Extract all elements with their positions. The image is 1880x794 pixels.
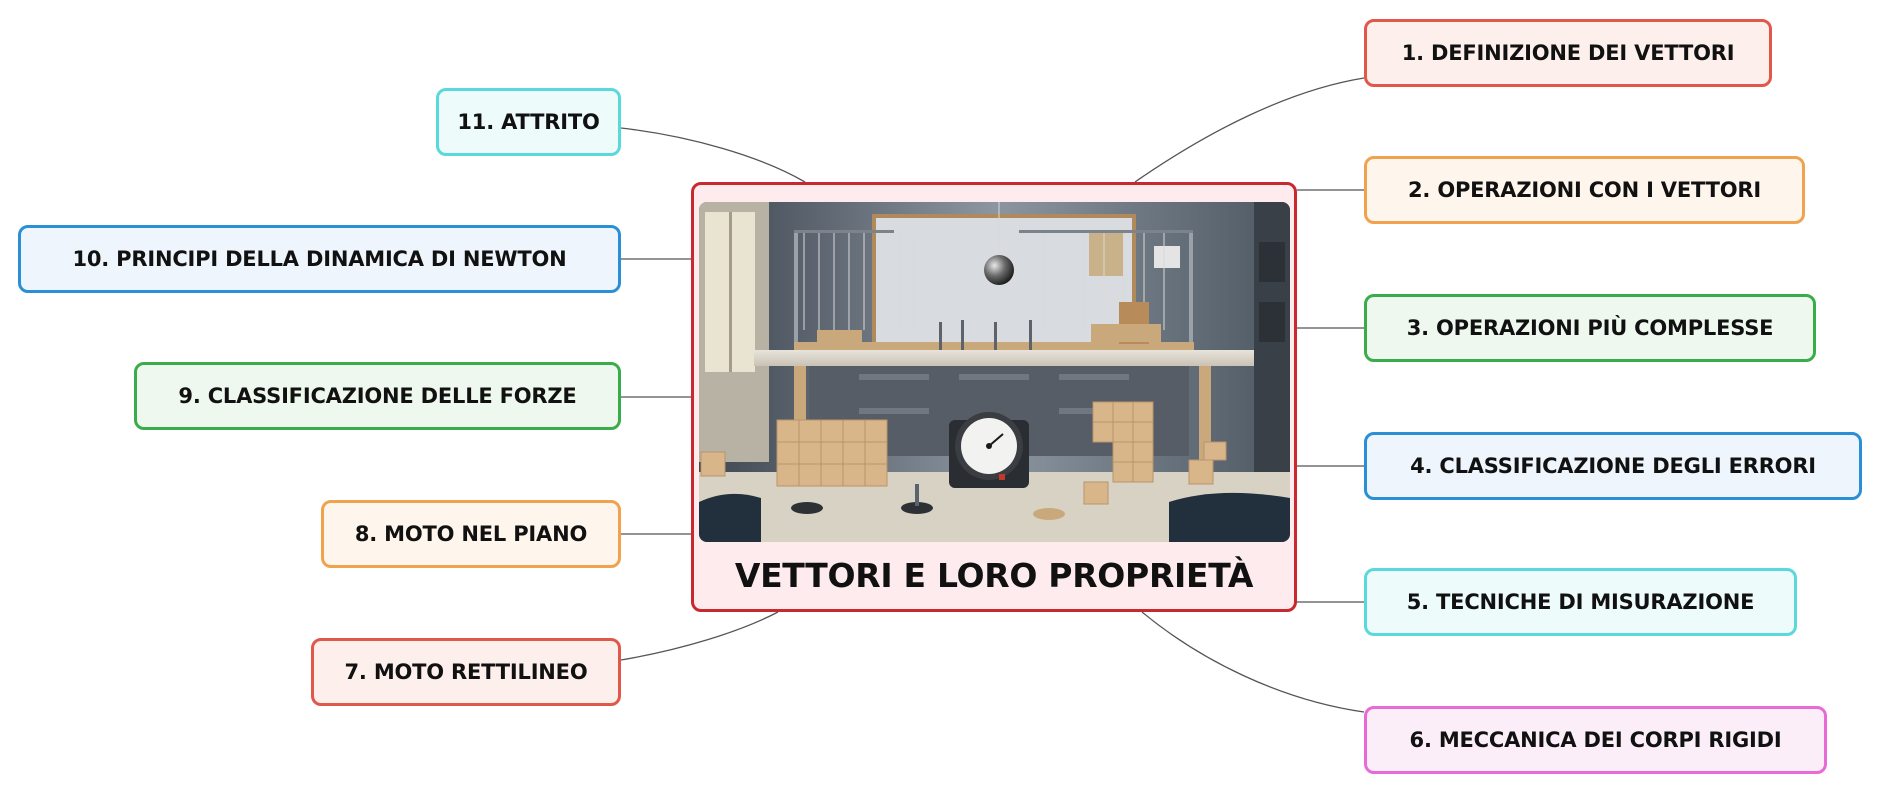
connector-1	[1134, 77, 1365, 183]
branch-label-5: 5. TECNICHE DI MISURAZIONE	[1406, 590, 1755, 614]
branch-label-11: 11. ATTRITO	[457, 110, 600, 134]
branch-label-7: 7. MOTO RETTILINEO	[344, 660, 588, 684]
branch-label-8: 8. MOTO NEL PIANO	[354, 522, 588, 546]
branch-node-5[interactable]: 5. TECNICHE DI MISURAZIONE	[1364, 568, 1797, 636]
connector-7	[620, 611, 779, 661]
branch-label-1: 1. DEFINIZIONE DEI VETTORI	[1401, 41, 1735, 65]
branch-label-2: 2. OPERAZIONI CON I VETTORI	[1408, 178, 1761, 202]
laboratory-illustration	[699, 202, 1290, 542]
branch-label-3: 3. OPERAZIONI PIÙ COMPLESSE	[1406, 316, 1774, 340]
branch-node-7[interactable]: 7. MOTO RETTILINEO	[311, 638, 621, 706]
branch-label-6: 6. MECCANICA DEI CORPI RIGIDI	[1409, 728, 1782, 752]
branch-node-9[interactable]: 9. CLASSIFICAZIONE DELLE FORZE	[134, 362, 621, 430]
branch-node-10[interactable]: 10. PRINCIPI DELLA DINAMICA DI NEWTON	[18, 225, 621, 293]
branch-node-3[interactable]: 3. OPERAZIONI PIÙ COMPLESSE	[1364, 294, 1816, 362]
branch-node-4[interactable]: 4. CLASSIFICAZIONE DEGLI ERRORI	[1364, 432, 1862, 500]
branch-node-1[interactable]: 1. DEFINIZIONE DEI VETTORI	[1364, 19, 1772, 87]
laboratory-photo	[699, 202, 1290, 542]
connector-11	[620, 127, 806, 183]
connector-6	[1141, 611, 1365, 713]
central-topic[interactable]: VETTORI E LORO PROPRIETÀ	[691, 182, 1297, 612]
branch-label-10: 10. PRINCIPI DELLA DINAMICA DI NEWTON	[72, 247, 567, 271]
branch-node-2[interactable]: 2. OPERAZIONI CON I VETTORI	[1364, 156, 1805, 224]
branch-node-8[interactable]: 8. MOTO NEL PIANO	[321, 500, 621, 568]
branch-label-9: 9. CLASSIFICAZIONE DELLE FORZE	[178, 384, 577, 408]
central-topic-title: VETTORI E LORO PROPRIETÀ	[734, 555, 1254, 595]
branch-node-6[interactable]: 6. MECCANICA DEI CORPI RIGIDI	[1364, 706, 1827, 774]
branch-label-4: 4. CLASSIFICAZIONE DEGLI ERRORI	[1410, 454, 1816, 478]
branch-node-11[interactable]: 11. ATTRITO	[436, 88, 621, 156]
